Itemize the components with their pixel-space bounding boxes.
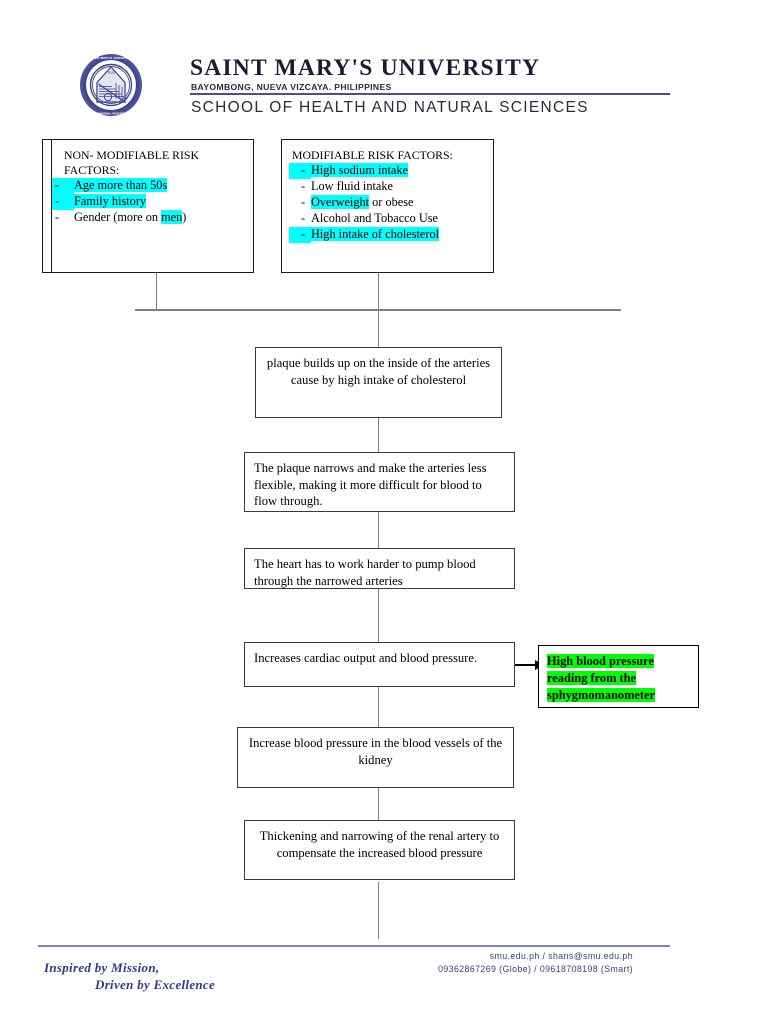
svg-text:SAINT MARY'S UNIVERSITY: SAINT MARY'S UNIVERSITY: [90, 56, 132, 60]
flow-step-2: The plaque narrows and make the arteries…: [244, 452, 515, 512]
list-item: - High sodium intake: [289, 163, 484, 180]
school-name: SCHOOL OF HEALTH AND NATURAL SCIENCES: [191, 99, 589, 116]
list-item-label: High sodium intake: [311, 163, 409, 178]
footer-contact-web: smu.edu.ph / shans@smu.edu.ph: [489, 951, 633, 961]
connector-4-to-5: [378, 687, 380, 727]
flow-step-1: plaque builds up on the inside of the ar…: [255, 347, 502, 418]
footer-tagline-line2: Driven by Excellence: [95, 977, 216, 992]
connector-left-down: [156, 273, 158, 310]
list-item: - Family history: [52, 194, 244, 211]
footer-contact-phone: 09362867269 (Globe) / 09618708198 (Smart…: [438, 963, 633, 974]
list-dash: -: [289, 227, 311, 244]
list-item-label: Age more than 50s: [74, 178, 168, 193]
non-modifiable-title: NON- MODIFIABLE RISK FACTORS:: [64, 148, 200, 178]
list-dash: -: [289, 163, 311, 180]
university-name: SAINT MARY'S UNIVERSITY: [190, 55, 541, 81]
connector-6-continues: [378, 882, 380, 939]
footer-divider: [38, 945, 670, 947]
flow-step-6: Thickening and narrowing of the renal ar…: [244, 820, 515, 880]
list-item: - Alcohol and Tobacco Use: [289, 211, 484, 227]
box-inner-rule: [51, 140, 52, 272]
list-dash: -: [301, 179, 306, 194]
list-item: - Low fluid intake: [289, 179, 484, 195]
list-item-label: Overweight or obese: [311, 195, 414, 210]
list-dash: -: [52, 194, 74, 211]
list-item-label: Gender (more on men): [74, 210, 187, 225]
svg-text:1928: 1928: [107, 71, 114, 75]
modifiable-risk-box: MODIFIABLE RISK FACTORS: - High sodium i…: [281, 139, 494, 273]
list-item-label: High intake of cholesterol: [311, 227, 440, 242]
list-item: - Overweight or obese: [289, 195, 484, 211]
list-item-label: Alcohol and Tobacco Use: [311, 211, 438, 226]
university-location: BAYOMBONG, NUEVA VIZCAYA. PHILIPPINES: [191, 82, 392, 92]
list-dash: -: [52, 178, 74, 195]
letterhead-header: 1928 SAINT MARY'S UNIVERSITY BAYOMBONG, …: [0, 0, 768, 128]
flow-step-5: Increase blood pressure in the blood ves…: [237, 727, 514, 788]
list-item: - Age more than 50s: [52, 178, 244, 195]
flow-step-4: Increases cardiac output and blood press…: [244, 642, 515, 687]
list-item: - High intake of cholesterol: [289, 227, 484, 244]
connector-3-to-4: [378, 589, 380, 642]
side-note-label: High blood pressure reading from the sph…: [547, 654, 656, 703]
header-divider: [190, 93, 670, 95]
connector-5-to-6: [378, 788, 380, 820]
svg-text:BAYOMBONG, PHILIPPINES: BAYOMBONG, PHILIPPINES: [90, 112, 132, 116]
connector-2-to-3: [378, 512, 380, 548]
list-item-label: Low fluid intake: [311, 179, 393, 194]
footer-tagline-line1: Inspired by Mission,: [44, 960, 160, 975]
list-dash: -: [55, 210, 60, 225]
list-item: - Gender (more on men): [52, 210, 244, 226]
modifiable-title: MODIFIABLE RISK FACTORS:: [292, 148, 453, 162]
arrow-to-side-note: [515, 664, 540, 666]
connector-right-down: [378, 273, 380, 310]
modifiable-list: - High sodium intake - Low fluid intake …: [289, 163, 484, 244]
list-item-label: Family history: [74, 194, 147, 209]
list-dash: -: [301, 211, 306, 226]
side-note-box: High blood pressure reading from the sph…: [538, 645, 699, 708]
connector-1-to-2: [378, 418, 380, 452]
flow-step-3: The heart has to work harder to pump blo…: [244, 548, 515, 589]
non-modifiable-risk-box: NON- MODIFIABLE RISK FACTORS: - Age more…: [42, 139, 254, 273]
list-dash: -: [301, 195, 306, 210]
non-modifiable-list: - Age more than 50s - Family history - G…: [52, 178, 244, 226]
university-seal-icon: 1928 SAINT MARY'S UNIVERSITY BAYOMBONG, …: [78, 52, 144, 118]
footer-contact: smu.edu.ph / shans@smu.edu.ph 0936286726…: [438, 950, 633, 976]
connector-down-to-step1: [378, 309, 380, 347]
